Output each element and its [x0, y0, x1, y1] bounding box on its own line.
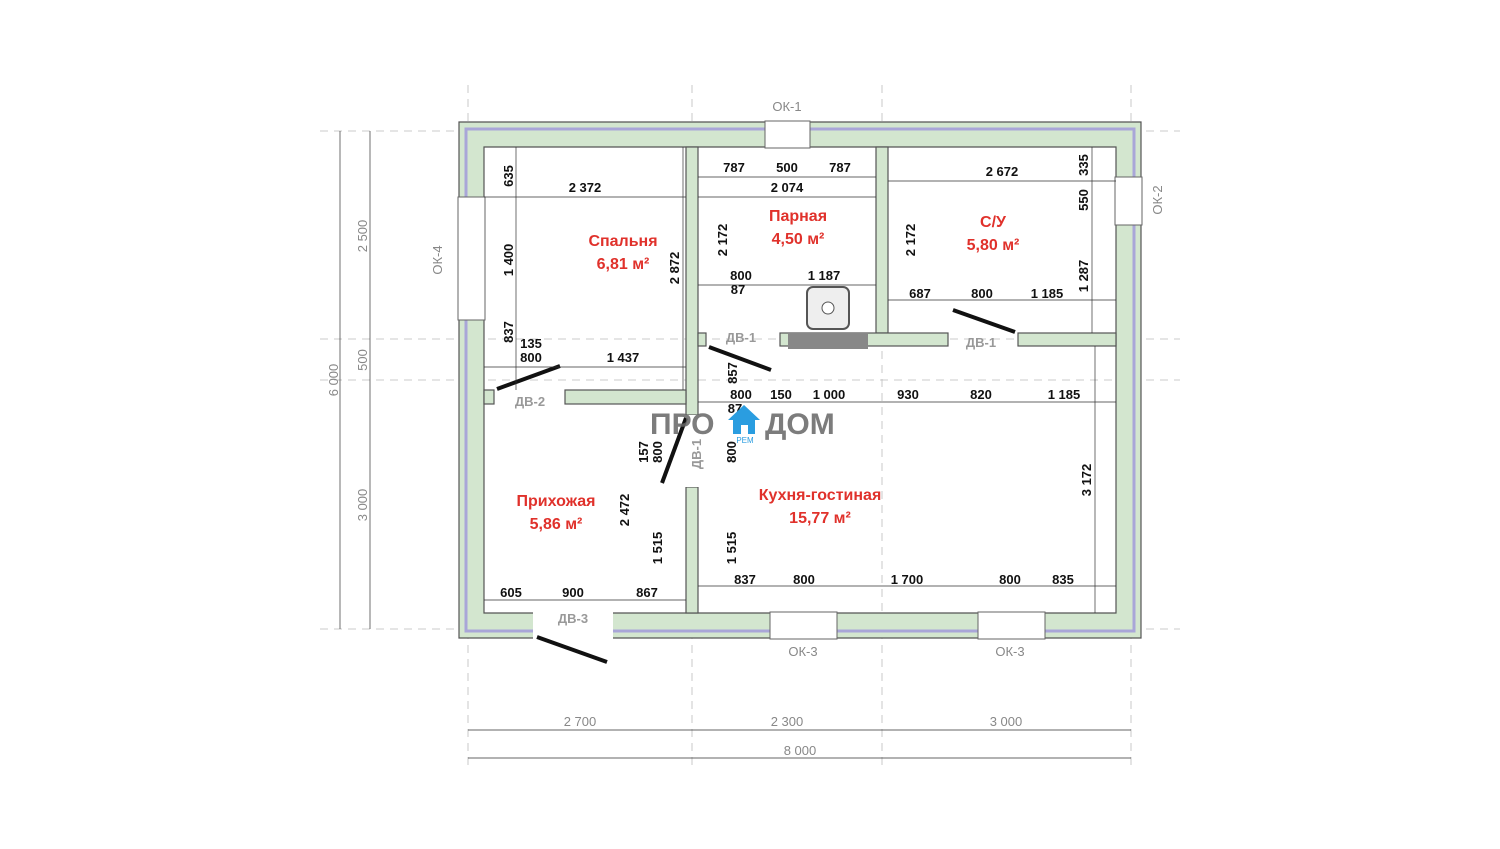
house-icon	[728, 405, 760, 434]
dimension-lines	[484, 147, 1116, 613]
room-name: С/У	[980, 214, 1007, 231]
dim: 837	[734, 572, 756, 587]
dim: 2 872	[667, 252, 682, 285]
opening-marks: ОК-1 ОК-2 ОК-4 ОК-3 ОК-3 ДВ-1 ДВ-1 ДВ-1 …	[430, 99, 1165, 659]
window-ok2	[1114, 176, 1143, 226]
dim: 800	[650, 441, 665, 463]
openings	[457, 120, 1143, 664]
mark-ok3: ОК-3	[995, 644, 1024, 659]
mark-dv1: ДВ-1	[726, 330, 756, 345]
door-dv1-wc	[952, 308, 1016, 334]
mark-ok4: ОК-4	[430, 245, 445, 274]
dim: 1 185	[1031, 286, 1064, 301]
mark-ok2: ОК-2	[1150, 185, 1165, 214]
dim: 1 700	[891, 572, 924, 587]
mark-dv1: ДВ-1	[966, 335, 996, 350]
dim: 87	[731, 282, 745, 297]
dim: 800	[730, 387, 752, 402]
dim: 930	[897, 387, 919, 402]
dim: 800	[999, 572, 1021, 587]
window-ok3-left	[769, 611, 838, 640]
room-name: Спальня	[588, 233, 657, 250]
window-ok3-right	[977, 611, 1046, 640]
door-dv1-hall	[660, 417, 688, 484]
dim: 800	[520, 350, 542, 365]
room-labels: Спальня 6,81 м² Парная 4,50 м² С/У 5,80 …	[517, 208, 1020, 533]
mark-ok3: ОК-3	[788, 644, 817, 659]
room-name: Кухня-гостиная	[759, 487, 882, 504]
dim: 1 515	[724, 532, 739, 565]
dim: 800	[971, 286, 993, 301]
dim: 1 000	[813, 387, 846, 402]
outer-dim: 2 500	[355, 220, 370, 253]
dim: 135	[520, 336, 542, 351]
room-area: 6,81 м²	[597, 256, 650, 273]
room-area: 4,50 м²	[772, 231, 825, 248]
outer-dim-total: 6 000	[326, 364, 341, 397]
dim: 800	[793, 572, 815, 587]
dim: 635	[501, 165, 516, 187]
dim: 2 672	[986, 164, 1019, 179]
room-name: Прихожая	[517, 493, 596, 510]
dim: 3 172	[1079, 464, 1094, 497]
dim: 1 187	[808, 268, 841, 283]
dim: 1 515	[650, 532, 665, 565]
room-area: 5,86 м²	[530, 516, 583, 533]
dim: 150	[770, 387, 792, 402]
logo-watermark: ПРО РЕМ ДОМ	[650, 405, 835, 445]
door-dv3	[536, 635, 608, 664]
dim: 687	[909, 286, 931, 301]
outer-dim: 2 700	[564, 714, 597, 729]
door-dv1-steam	[708, 345, 772, 372]
dim: 335	[1076, 154, 1091, 176]
dim: 800	[724, 441, 739, 463]
door-dv2	[496, 364, 561, 391]
dim: 157	[636, 441, 651, 463]
dim: 900	[562, 585, 584, 600]
dim: 787	[723, 160, 745, 175]
dim: 2 172	[715, 224, 730, 257]
dim: 1 287	[1076, 260, 1091, 293]
dim: 1 437	[607, 350, 640, 365]
mark-dv2: ДВ-2	[515, 394, 545, 409]
dim: 787	[829, 160, 851, 175]
dim: 800	[730, 268, 752, 283]
room-area: 15,77 м²	[789, 510, 851, 527]
mark-dv1: ДВ-1	[689, 439, 704, 469]
outer-dimensions: 2 500 500 3 000 6 000 2 700 2 300 3 000 …	[326, 220, 1022, 758]
room-area: 5,80 м²	[967, 237, 1020, 254]
dim: 500	[776, 160, 798, 175]
dim: 820	[970, 387, 992, 402]
mark-ok1: ОК-1	[772, 99, 801, 114]
outer-dim: 3 000	[990, 714, 1023, 729]
outer-dim: 3 000	[355, 489, 370, 522]
dim: 550	[1076, 189, 1091, 211]
dim: 605	[500, 585, 522, 600]
dimension-labels: 787 500 787 2 074 2 372 635 1 400 837 13…	[500, 154, 1094, 600]
dim: 837	[501, 321, 516, 343]
logo-sub: РЕМ	[736, 436, 754, 445]
window-ok4	[457, 196, 486, 321]
outer-dim: 500	[355, 349, 370, 371]
mark-dv3: ДВ-3	[558, 611, 588, 626]
dim: 835	[1052, 572, 1074, 587]
dim: 2 372	[569, 180, 602, 195]
outer-dim: 2 300	[771, 714, 804, 729]
dim: 857	[725, 362, 740, 384]
window-ok1	[764, 120, 811, 149]
dim: 2 172	[903, 224, 918, 257]
dim: 867	[636, 585, 658, 600]
logo-text-left: ПРО	[650, 408, 715, 441]
outer-dim-total: 8 000	[784, 743, 817, 758]
sauna-stove-icon	[788, 286, 868, 349]
logo-text-right: ДОМ	[765, 408, 835, 441]
room-name: Парная	[769, 208, 827, 225]
dim: 2 472	[617, 494, 632, 527]
dim: 1 185	[1048, 387, 1081, 402]
dim: 2 074	[771, 180, 804, 195]
dim: 1 400	[501, 244, 516, 277]
